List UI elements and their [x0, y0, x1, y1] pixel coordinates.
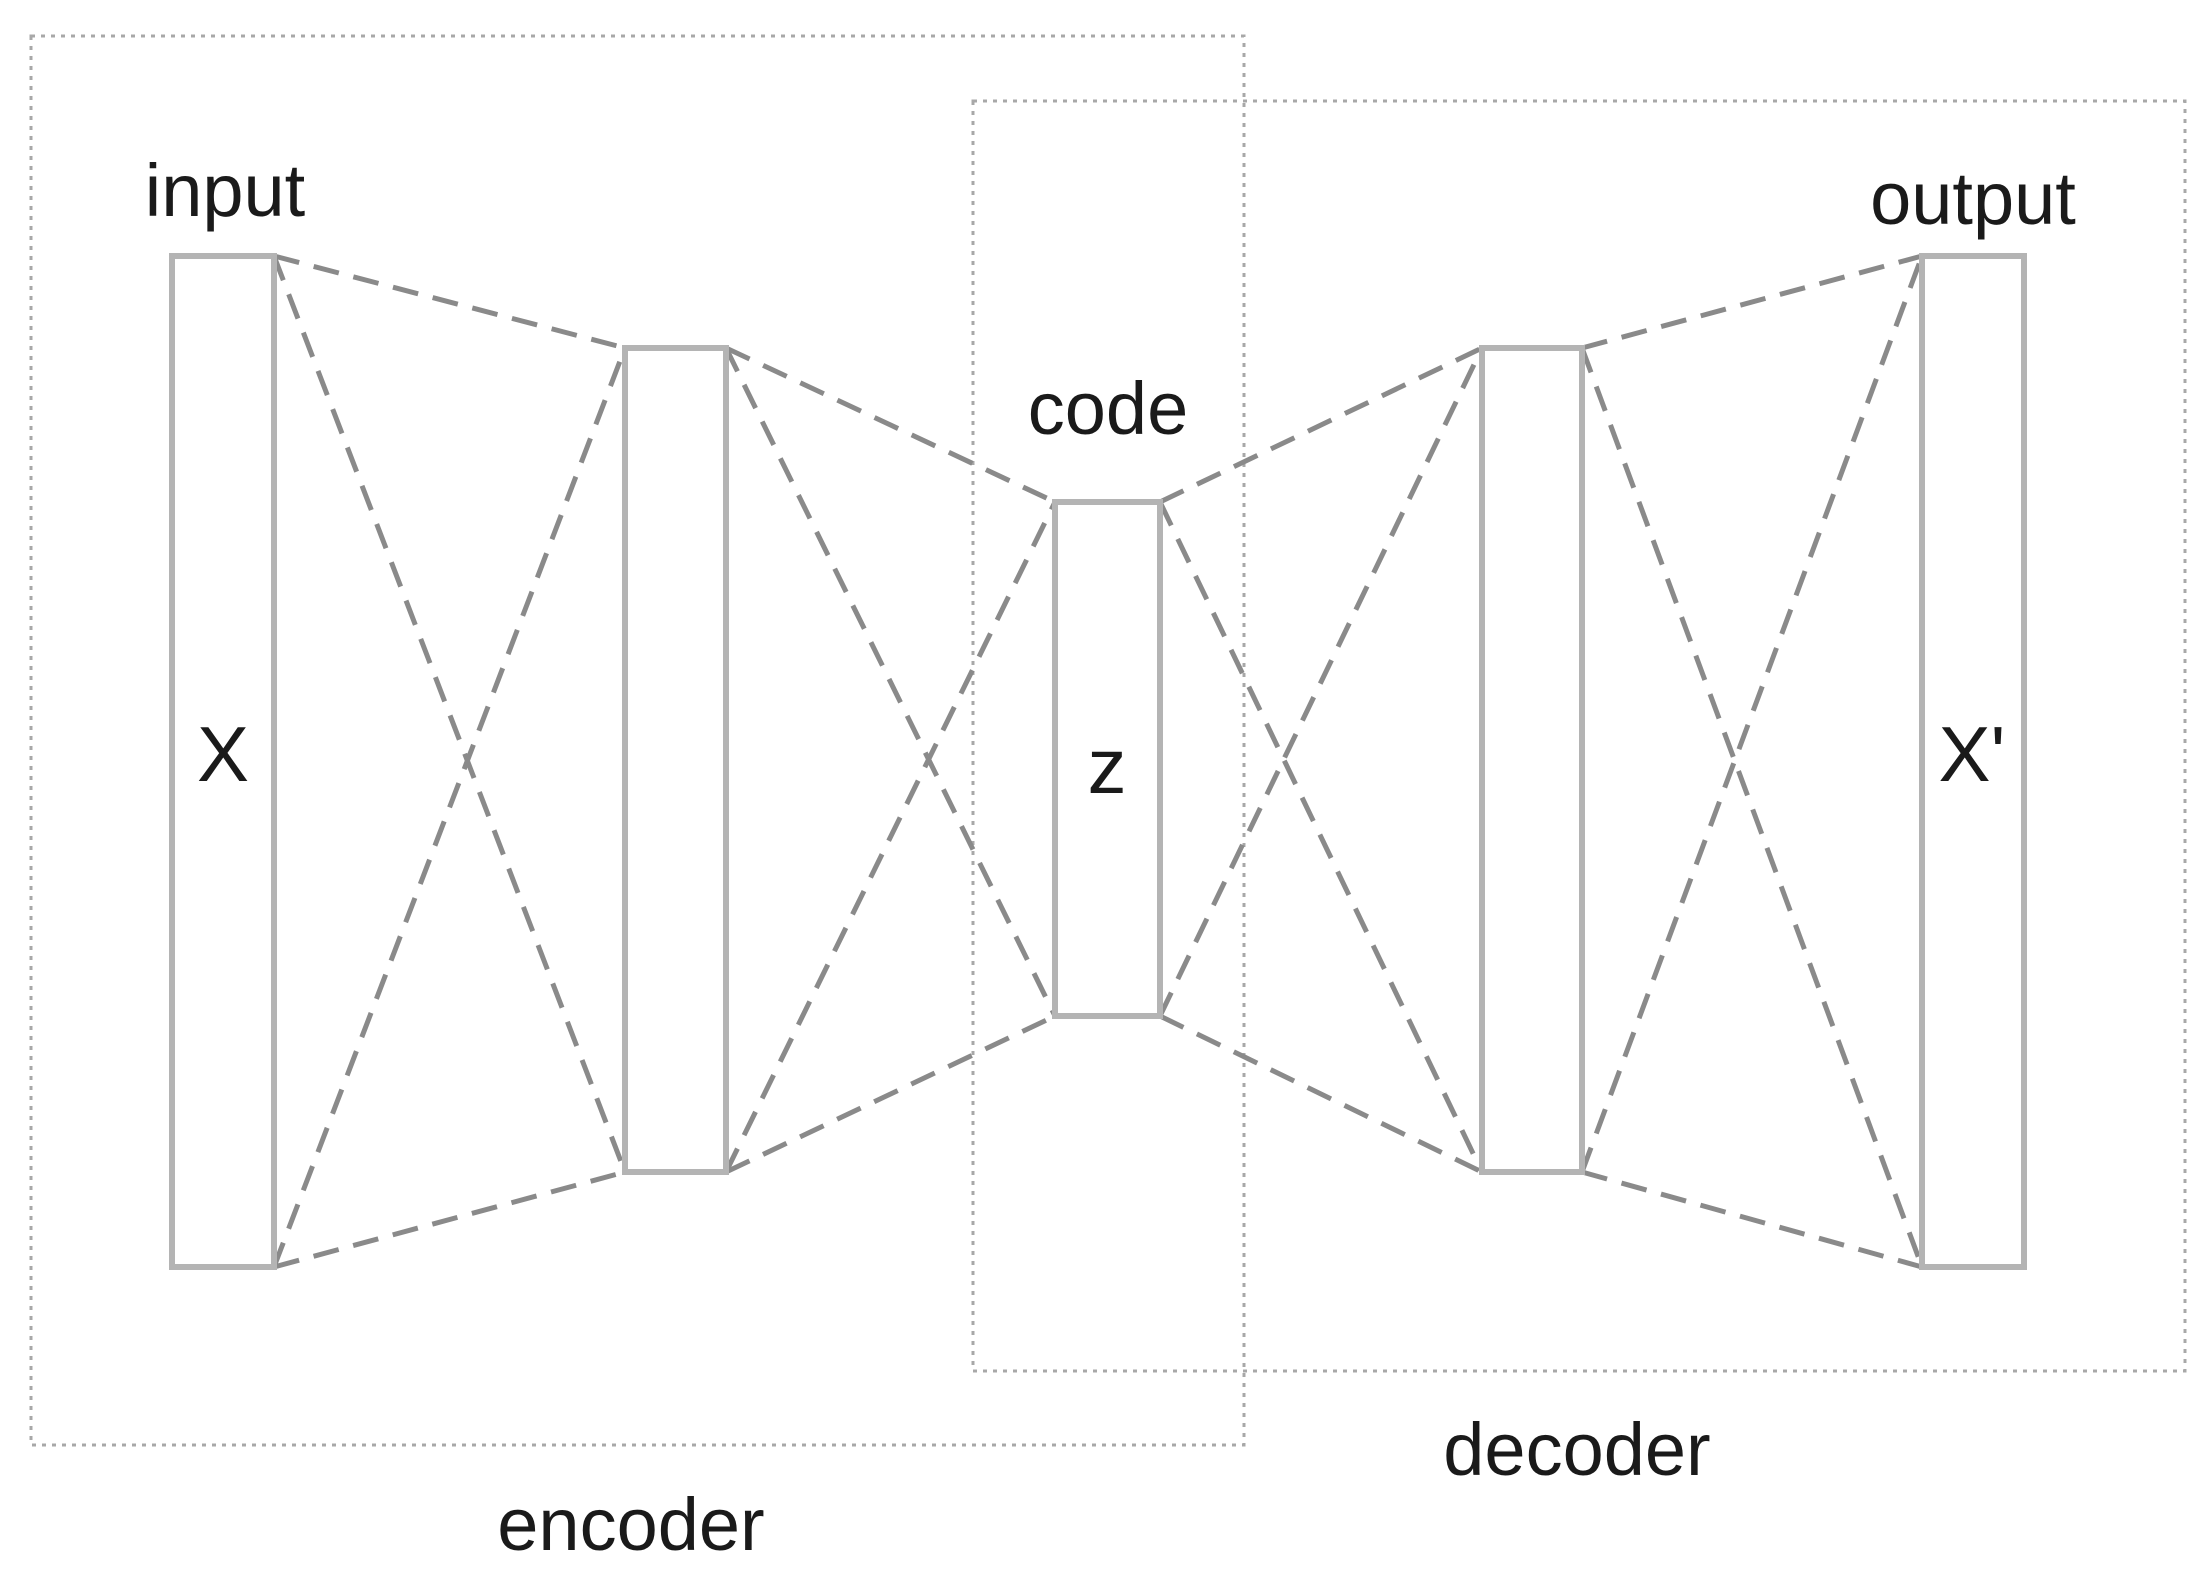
encoder-label: encoder [497, 1483, 764, 1566]
connection-line [1579, 255, 1925, 1173]
connection-line [724, 345, 1057, 505]
connection-line [271, 347, 628, 1268]
connection-line [724, 1013, 1057, 1175]
output-symbol: X' [1939, 710, 2006, 798]
decoder-hidden-layer [1479, 345, 1585, 1175]
connection-line [273, 1169, 626, 1270]
input-caption: input [145, 149, 306, 232]
code-caption: code [1028, 367, 1188, 450]
connection-line [1158, 1013, 1484, 1175]
connection-line [1158, 345, 1484, 505]
connection-line [1581, 1169, 1923, 1270]
connection-line [273, 253, 626, 351]
connection-line [1157, 346, 1485, 1018]
connection-line [271, 255, 628, 1173]
connection-line [723, 346, 1058, 1018]
input-symbol: X [197, 710, 249, 798]
connection-line [1157, 500, 1485, 1174]
code-symbol: z [1088, 722, 1127, 810]
connection-line [723, 500, 1058, 1174]
connection-line [1579, 347, 1925, 1268]
code-layer [1052, 499, 1163, 1019]
output-layer [1919, 253, 2027, 1270]
decoder-label: decoder [1443, 1408, 1710, 1491]
encoder-hidden-layer [622, 345, 729, 1175]
input-layer [169, 253, 277, 1270]
output-caption: output [1870, 157, 2076, 240]
connection-lines [271, 253, 1925, 1270]
connection-line [1581, 253, 1923, 351]
